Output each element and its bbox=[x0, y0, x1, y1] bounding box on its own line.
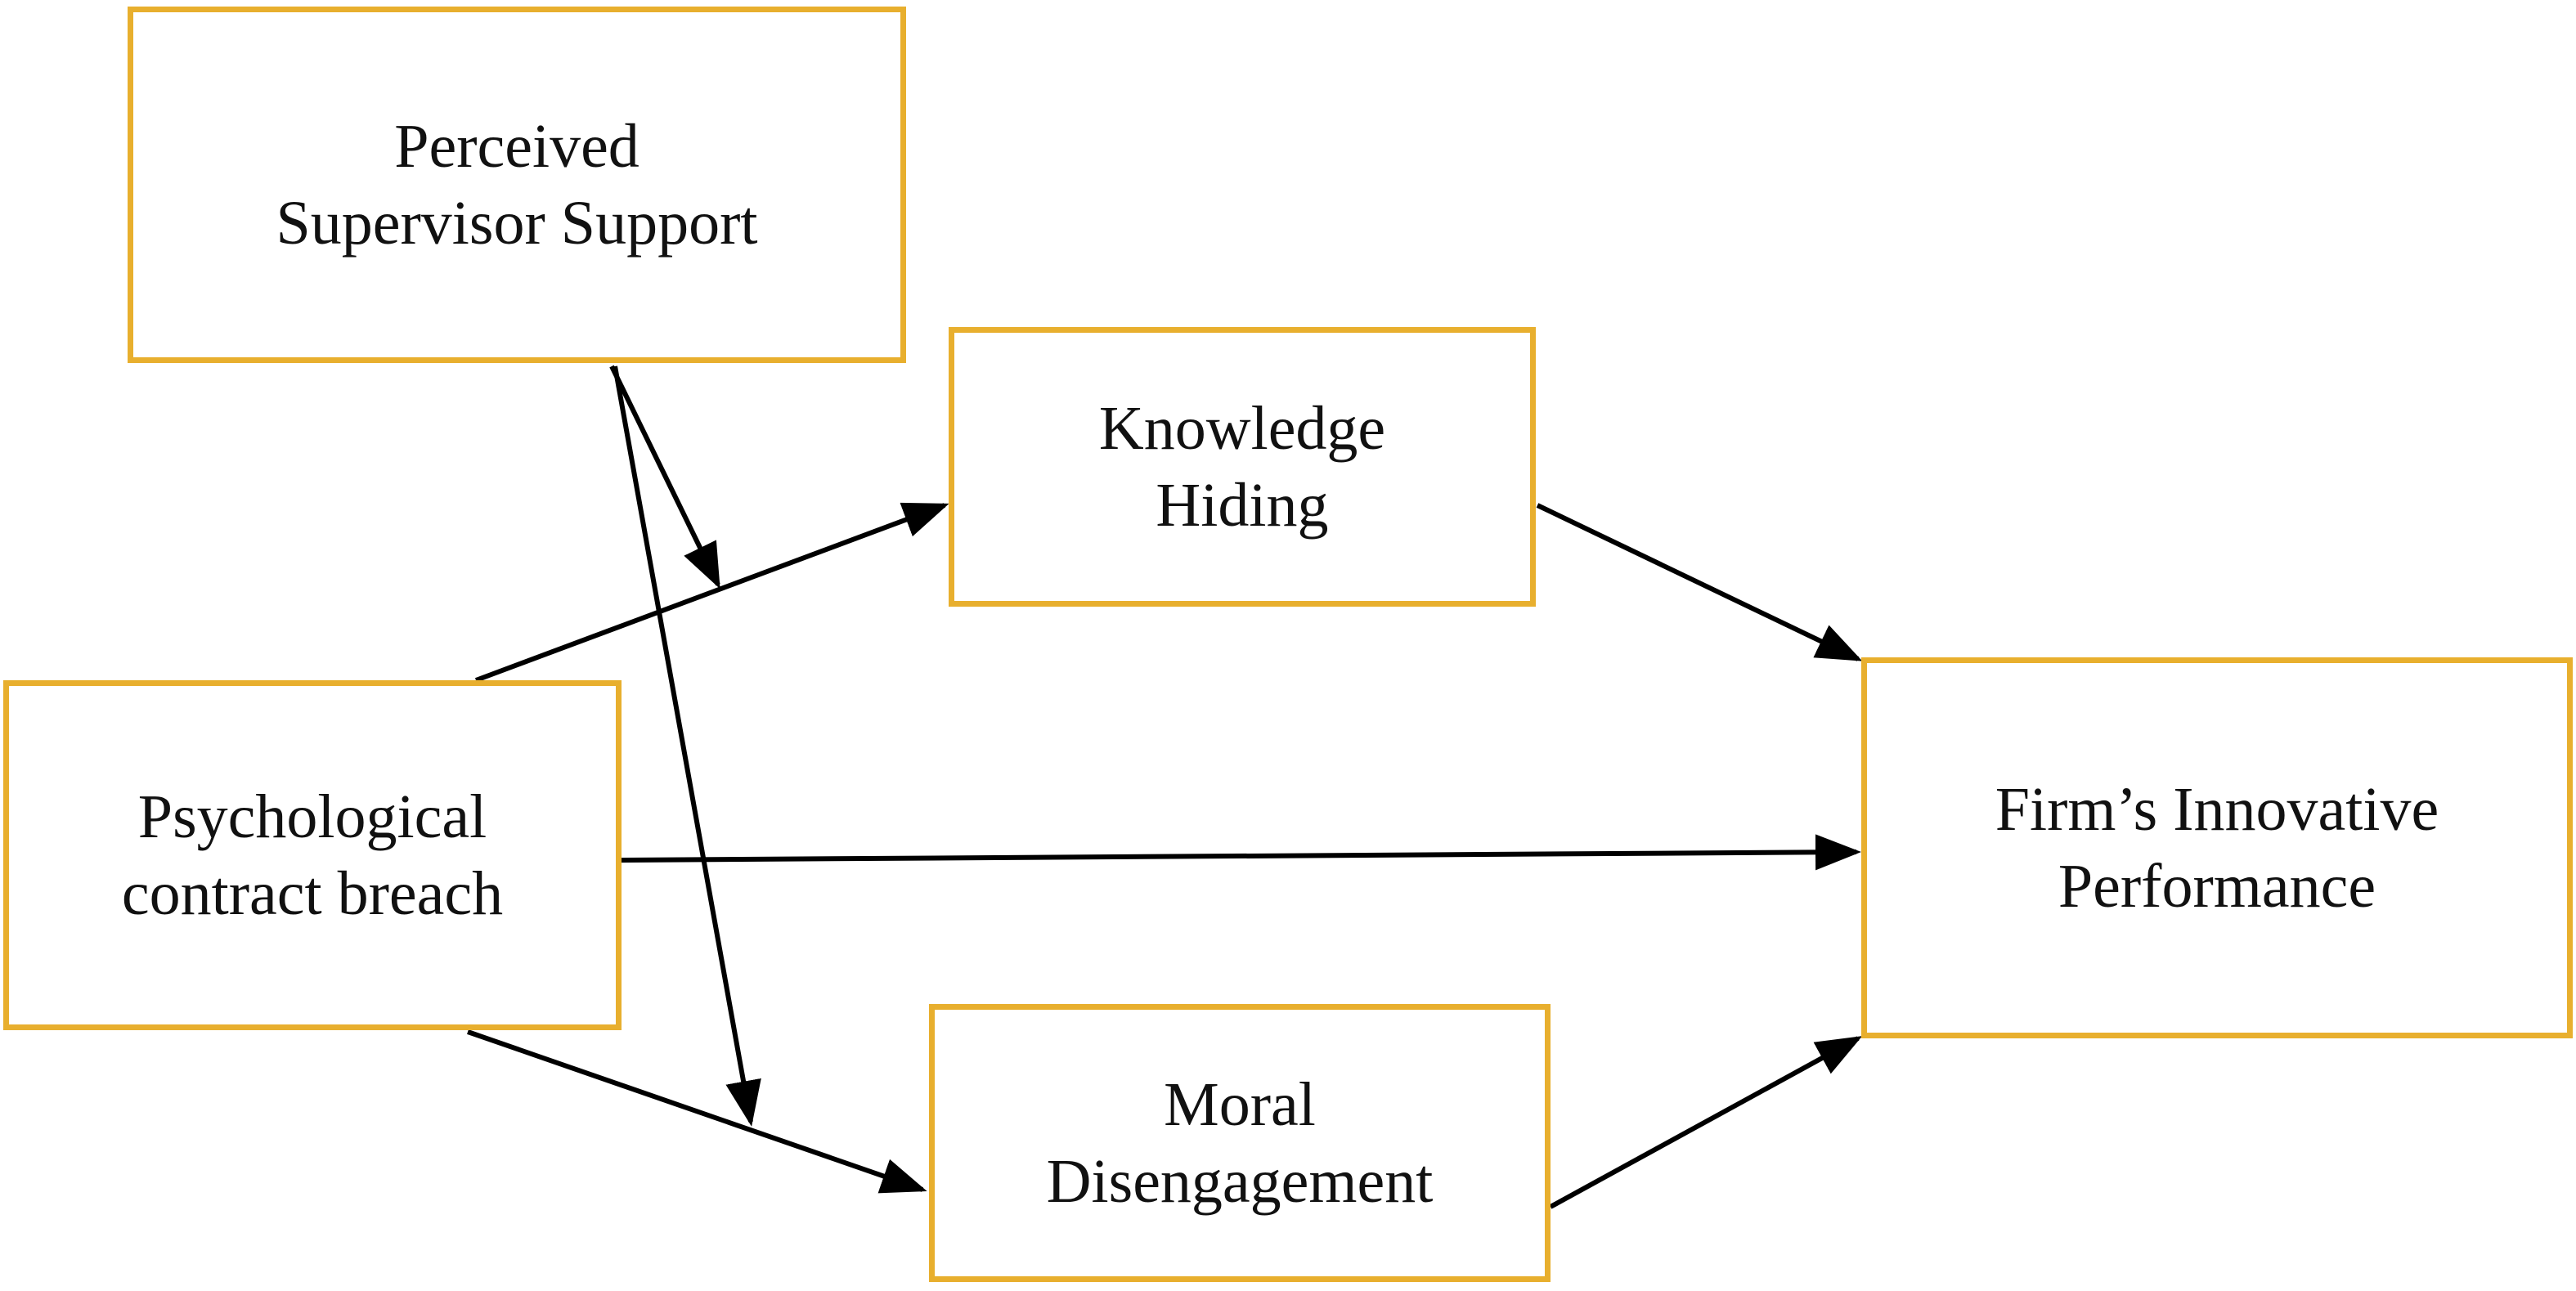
node-knowledge-hiding: Knowledge Hiding bbox=[949, 327, 1536, 607]
node-label-line: Disengagement bbox=[1046, 1147, 1434, 1216]
node-label-line: contract breach bbox=[121, 859, 504, 928]
node-label-line: Firm’s Innovative bbox=[1995, 774, 2439, 844]
node-perceived-supervisor-support: Perceived Supervisor Support bbox=[128, 7, 906, 363]
node-label-line: Perceived bbox=[394, 111, 640, 181]
arrow-md-to-fip bbox=[1549, 1036, 1863, 1209]
arrow-pcb-to-md bbox=[467, 1029, 927, 1194]
node-label-line: Supervisor Support bbox=[276, 189, 758, 258]
arrow-pcb-to-fip bbox=[621, 834, 1861, 871]
moderation-arrow-pss-to-md-path bbox=[613, 365, 761, 1127]
node-firms-innovative-performance: Firm’s Innovative Performance bbox=[1861, 657, 2573, 1038]
arrow-pcb-to-kh bbox=[474, 502, 949, 683]
node-moral-disengagement: Moral Disengagement bbox=[929, 1004, 1551, 1282]
node-label-line: Moral bbox=[1164, 1069, 1316, 1139]
moderation-arrow-pss-to-kh-path bbox=[609, 365, 720, 589]
node-label-line: Performance bbox=[2058, 852, 2376, 921]
node-label-line: Knowledge bbox=[1098, 393, 1386, 463]
node-label-line: Psychological bbox=[137, 782, 487, 851]
node-label-line: Hiding bbox=[1156, 471, 1329, 540]
node-psychological-contract-breach: Psychological contract breach bbox=[3, 680, 622, 1030]
arrow-kh-to-fip bbox=[1536, 503, 1863, 661]
